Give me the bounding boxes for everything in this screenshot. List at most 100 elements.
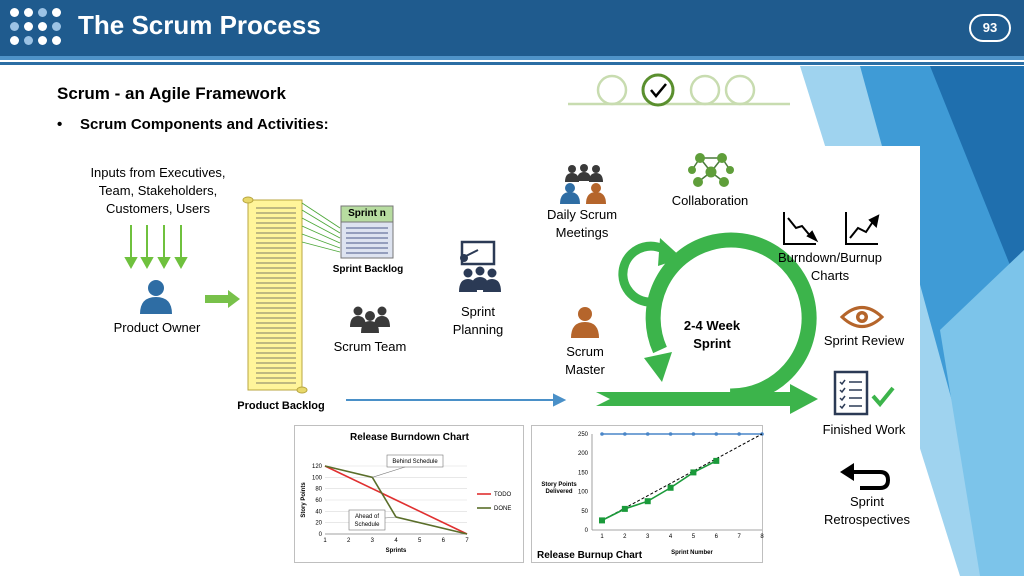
sprint-cycle-label: 2-4 Week Sprint	[683, 318, 741, 351]
x-tick-label: 3	[646, 534, 650, 540]
burnup-chart-title: Release Burnup Chart	[537, 550, 643, 561]
check-circle-icon	[641, 73, 675, 107]
backlog-connector-icon	[301, 202, 341, 253]
series-line-todo	[324, 465, 468, 535]
sprint-retrospectives-label: Sprint Retrospectives	[824, 494, 910, 527]
x-tick-label: 6	[442, 538, 446, 544]
y-tick-label: 250	[578, 432, 589, 438]
input-arrows-icon	[124, 225, 188, 270]
sprint-backlog-label: Sprint Backlog	[332, 264, 404, 275]
data-point	[645, 432, 650, 436]
x-tick-label: 6	[715, 534, 719, 540]
sprint-backlog-card-icon	[340, 205, 394, 259]
checklist-icon	[833, 370, 869, 416]
legend-label: DONE	[494, 506, 511, 512]
inputs-label: Inputs from Executives, Team, Stakeholde…	[90, 165, 226, 216]
daily-scrum-icon	[560, 164, 606, 204]
x-tick-label: 3	[371, 538, 375, 544]
product-backlog-label: Product Backlog	[237, 400, 325, 412]
bullet-text: Scrum Components and Activities:	[80, 116, 329, 133]
y-tick-label: 80	[315, 487, 322, 493]
dots-logo-icon	[10, 8, 61, 45]
y-tick-label: 100	[578, 490, 589, 496]
annotation-box	[386, 454, 444, 468]
data-point	[667, 484, 674, 491]
y-tick-label: 20	[315, 521, 322, 527]
y-axis-label: Story Points	[541, 482, 577, 488]
y-tick-label: 60	[315, 498, 322, 504]
done-check-icon	[871, 386, 895, 408]
data-point	[691, 432, 696, 436]
x-tick-label: 4	[669, 534, 673, 540]
y-tick-label: 120	[312, 464, 323, 470]
y-tick-label: 200	[578, 451, 589, 457]
collaboration-icon	[688, 153, 734, 187]
checkmark-icon	[650, 83, 667, 98]
sprint-planning-label: Sprint Planning	[452, 304, 504, 337]
daily-scrum-label: Daily Scrum Meetings	[546, 207, 618, 240]
arrow-to-backlog-icon	[205, 290, 240, 308]
annotation-leader	[384, 516, 397, 519]
x-tick-label: 1	[323, 538, 327, 544]
annotation-ahead-of-schedule: Schedule	[354, 522, 380, 528]
section-subtitle: Scrum - an Agile Framework	[57, 84, 286, 103]
x-tick-label: 7	[737, 534, 741, 540]
burndown-chart-icon	[783, 212, 819, 245]
decor-panel	[930, 66, 1024, 300]
decor-panel	[940, 250, 1024, 576]
data-point	[690, 469, 697, 476]
x-tick-label: 4	[394, 538, 398, 544]
page-number-badge: 93	[969, 14, 1011, 42]
finished-work-label: Finished Work	[822, 422, 906, 437]
x-tick-label: 8	[760, 534, 764, 540]
undo-arrow-icon	[840, 463, 891, 490]
y-tick-label: 40	[315, 509, 322, 515]
x-tick-label: 1	[600, 534, 604, 540]
x-tick-label: 5	[692, 534, 696, 540]
y-tick-label: 0	[319, 532, 323, 538]
burndown-burnup-label: Burndown/Burnup Charts	[777, 250, 883, 283]
data-point	[713, 457, 720, 464]
scrum-team-icon	[350, 306, 390, 333]
scrum-master-label: Scrum Master	[565, 344, 605, 377]
data-point	[644, 498, 651, 505]
header-divider	[0, 56, 1024, 60]
data-point	[737, 432, 741, 436]
y-tick-label: 100	[312, 475, 323, 481]
data-point	[668, 432, 673, 436]
product-owner-label: Product Owner	[113, 320, 201, 335]
bullet-marker: •	[57, 116, 63, 133]
burnup-chart: Release Burnup Chart 0 50 100 150 200 250 1 2 3 4…	[531, 425, 764, 563]
y-tick-label: 150	[578, 470, 589, 476]
legend-label: TODO	[494, 492, 512, 498]
header-bar: The Scrum Process 93	[0, 0, 1024, 56]
eye-icon	[839, 306, 885, 328]
data-point	[600, 432, 604, 436]
y-tick-label: 50	[581, 509, 588, 515]
slide-title: The Scrum Process	[78, 10, 321, 40]
flow-arrow-icon	[346, 393, 567, 407]
x-axis-label: Sprints	[386, 548, 407, 554]
y-axis-label: Story Points	[301, 482, 307, 518]
y-tick-label: 0	[585, 528, 589, 534]
scrum-team-label: Scrum Team	[333, 339, 407, 354]
annotation-leader	[372, 466, 406, 478]
data-point	[714, 432, 719, 436]
annotation-ahead-of-schedule: Ahead of	[355, 514, 379, 520]
collaboration-label: Collaboration	[671, 193, 749, 208]
burndown-chart-title: Release Burndown Chart	[350, 432, 469, 443]
x-tick-label: 2	[623, 534, 627, 540]
series-line-2	[601, 433, 763, 521]
x-tick-label: 7	[465, 538, 469, 544]
sprint-n-label: Sprint n	[348, 208, 386, 219]
y-axis-label: Delivered	[545, 489, 572, 495]
header-divider-thin	[0, 62, 1024, 65]
product-owner-icon	[140, 280, 172, 314]
data-point	[621, 505, 628, 512]
sprint-review-label: Sprint Review	[823, 333, 905, 348]
product-backlog-scroll-icon	[242, 196, 308, 394]
